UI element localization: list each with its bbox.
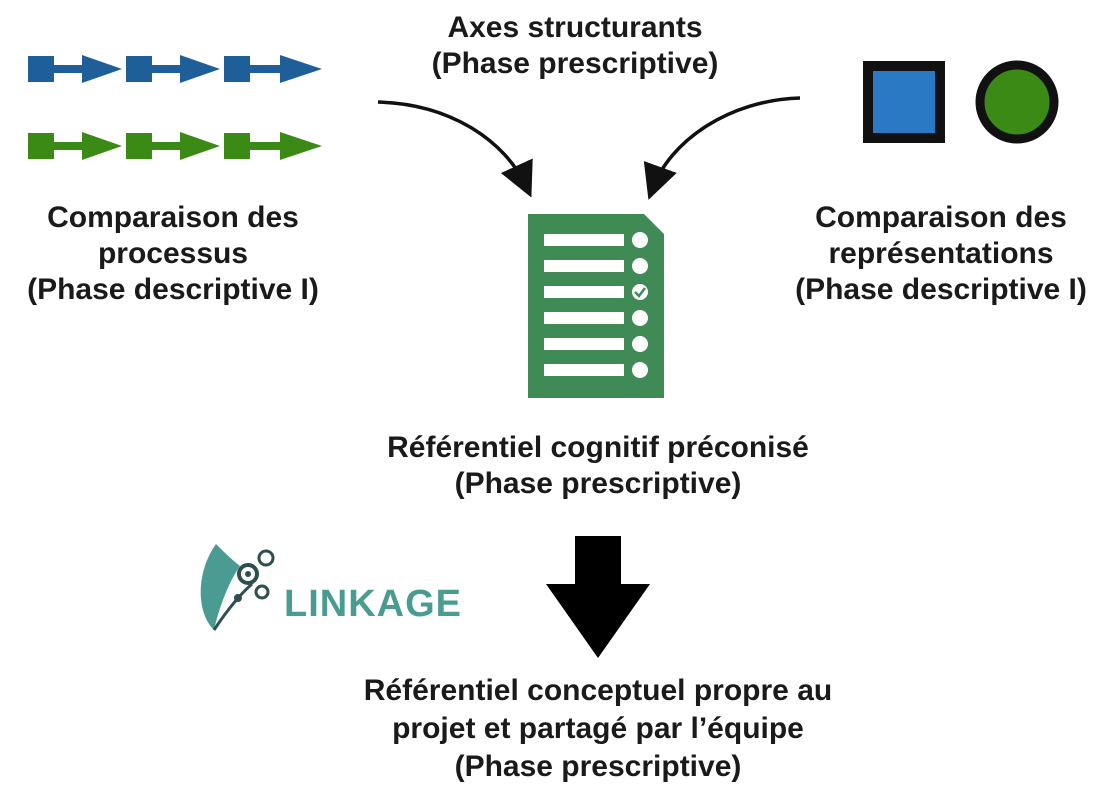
top-label-line2: (Phase prescriptive): [431, 47, 719, 80]
right-label: Comparaison des représentations (Phase d…: [776, 200, 1106, 308]
bottom-label-line2: projet et partagé par l’équipe: [392, 712, 804, 745]
blue-square-icon: [863, 61, 945, 143]
checklist-document-icon: [528, 214, 664, 398]
middle-label: Référentiel cognitif préconisé (Phase pr…: [340, 430, 856, 502]
left-label: Comparaison des processus (Phase descrip…: [8, 200, 338, 308]
right-label-line2: représentations: [828, 237, 1054, 270]
left-label-line1: Comparaison des: [47, 201, 299, 234]
left-label-line2: processus: [97, 237, 249, 270]
right-curved-arrow: [643, 96, 801, 200]
bottom-label-line1: Référentiel conceptuel propre au: [363, 674, 833, 707]
middle-label-line1: Référentiel cognitif préconisé: [387, 431, 809, 464]
bottom-label-line3: (Phase prescriptive): [454, 750, 742, 783]
left-curved-arrow: [377, 100, 533, 198]
green-process-flow-icon: [28, 132, 322, 160]
logo-text: LINKAGE: [284, 583, 462, 625]
top-label-line1: Axes structurants: [447, 11, 703, 44]
big-down-arrow-icon: [546, 536, 650, 658]
blue-process-flow-icon: [28, 55, 322, 83]
middle-label-line2: (Phase prescriptive): [454, 467, 742, 500]
top-label: Axes structurants (Phase prescriptive): [380, 10, 770, 82]
bottom-label: Référentiel conceptuel propre au projet …: [320, 672, 876, 786]
leaf-gear-logo-icon: [200, 544, 275, 631]
green-circle-icon: [975, 60, 1059, 144]
right-label-line1: Comparaison des: [815, 201, 1067, 234]
right-label-line3: (Phase descriptive I): [795, 273, 1087, 306]
left-label-line3: (Phase descriptive I): [27, 273, 319, 306]
